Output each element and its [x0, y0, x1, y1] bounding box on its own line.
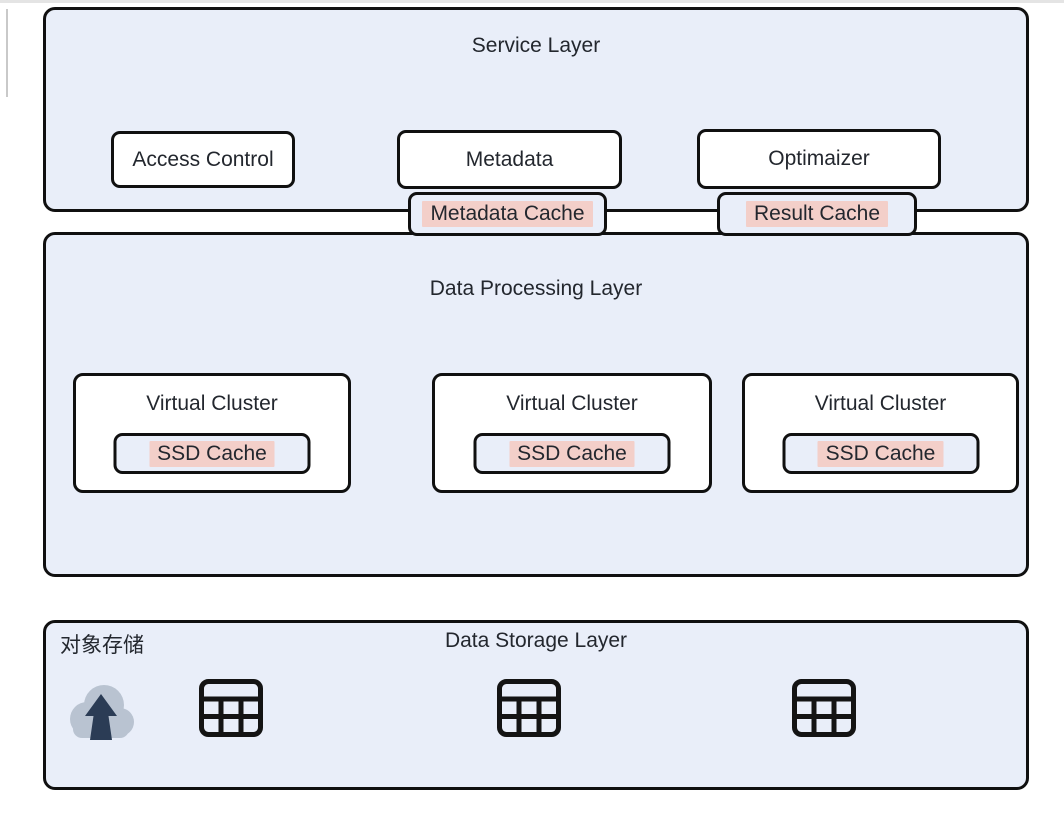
optimaizer-label: Optimaizer — [768, 147, 870, 170]
ssd-cache-label: SSD Cache — [817, 440, 944, 467]
data-processing-layer-title: Data Processing Layer — [429, 277, 643, 300]
virtual-cluster-label: Virtual Cluster — [146, 392, 278, 415]
data-processing-layer: Data Processing Layer Virtual Cluster SS… — [43, 232, 1029, 577]
metadata-box: Metadata — [397, 130, 622, 189]
optimaizer-box: Optimaizer — [697, 129, 941, 189]
result-cache-box: Result Cache — [717, 192, 917, 236]
virtual-cluster-box-3: Virtual Cluster SSD Cache — [742, 373, 1019, 493]
cloud-upload-icon — [65, 678, 137, 751]
ssd-cache-box: SSD Cache — [113, 433, 311, 474]
access-control-box: Access Control — [111, 131, 295, 188]
result-cache-label: Result Cache — [745, 201, 889, 227]
data-storage-layer: 对象存储 Data Storage Layer — [43, 620, 1029, 790]
metadata-cache-box: Metadata Cache — [408, 192, 607, 236]
ssd-cache-box: SSD Cache — [473, 433, 671, 474]
service-layer: Service Layer Access Control Metadata Op… — [43, 7, 1029, 236]
page-left-edge — [6, 9, 8, 97]
page-top-edge — [0, 0, 1064, 3]
table-icon — [791, 678, 857, 743]
virtual-cluster-box-1: Virtual Cluster SSD Cache — [73, 373, 351, 493]
virtual-cluster-label: Virtual Cluster — [814, 392, 947, 415]
metadata-cache-label: Metadata Cache — [422, 201, 593, 227]
access-control-label: Access Control — [132, 147, 274, 171]
table-icon — [198, 678, 264, 743]
virtual-cluster-label: Virtual Cluster — [506, 392, 638, 415]
ssd-cache-label: SSD Cache — [149, 440, 275, 467]
ssd-cache-box: SSD Cache — [782, 433, 979, 474]
service-layer-title: Service Layer — [471, 34, 601, 57]
data-storage-layer-title: Data Storage Layer — [444, 629, 628, 652]
object-storage-label: 对象存储 — [60, 634, 144, 657]
table-icon — [496, 678, 562, 743]
virtual-cluster-box-2: Virtual Cluster SSD Cache — [432, 373, 712, 493]
metadata-label: Metadata — [465, 147, 554, 171]
ssd-cache-label: SSD Cache — [509, 440, 635, 467]
